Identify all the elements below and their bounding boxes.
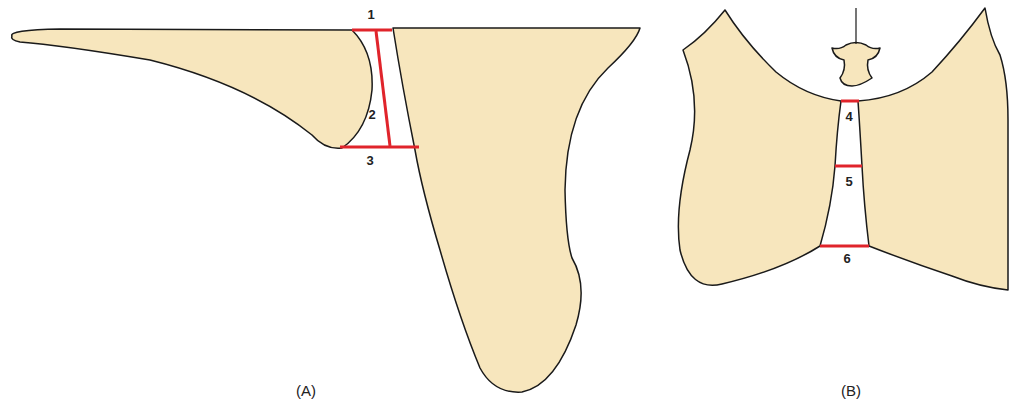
measure-line xyxy=(835,165,862,168)
callout-number: 5 xyxy=(845,175,852,188)
vertebra xyxy=(832,43,880,87)
callout-number: 4 xyxy=(845,110,852,123)
measure-line xyxy=(352,29,392,32)
measure-line xyxy=(376,31,390,146)
panel-label: (B) xyxy=(841,383,861,398)
spine-stem xyxy=(855,8,856,44)
panel-label: (A) xyxy=(296,383,316,398)
right-bone xyxy=(393,28,640,392)
callout-number: 3 xyxy=(366,154,373,167)
left-bone xyxy=(12,29,373,148)
left-half xyxy=(678,10,841,285)
callout-number: 1 xyxy=(367,8,374,21)
measure-line xyxy=(820,245,869,248)
right-half xyxy=(858,8,1008,290)
measure-line xyxy=(340,146,419,149)
measure-line xyxy=(841,100,859,103)
callout-number: 2 xyxy=(368,108,375,121)
callout-number: 6 xyxy=(843,252,850,265)
